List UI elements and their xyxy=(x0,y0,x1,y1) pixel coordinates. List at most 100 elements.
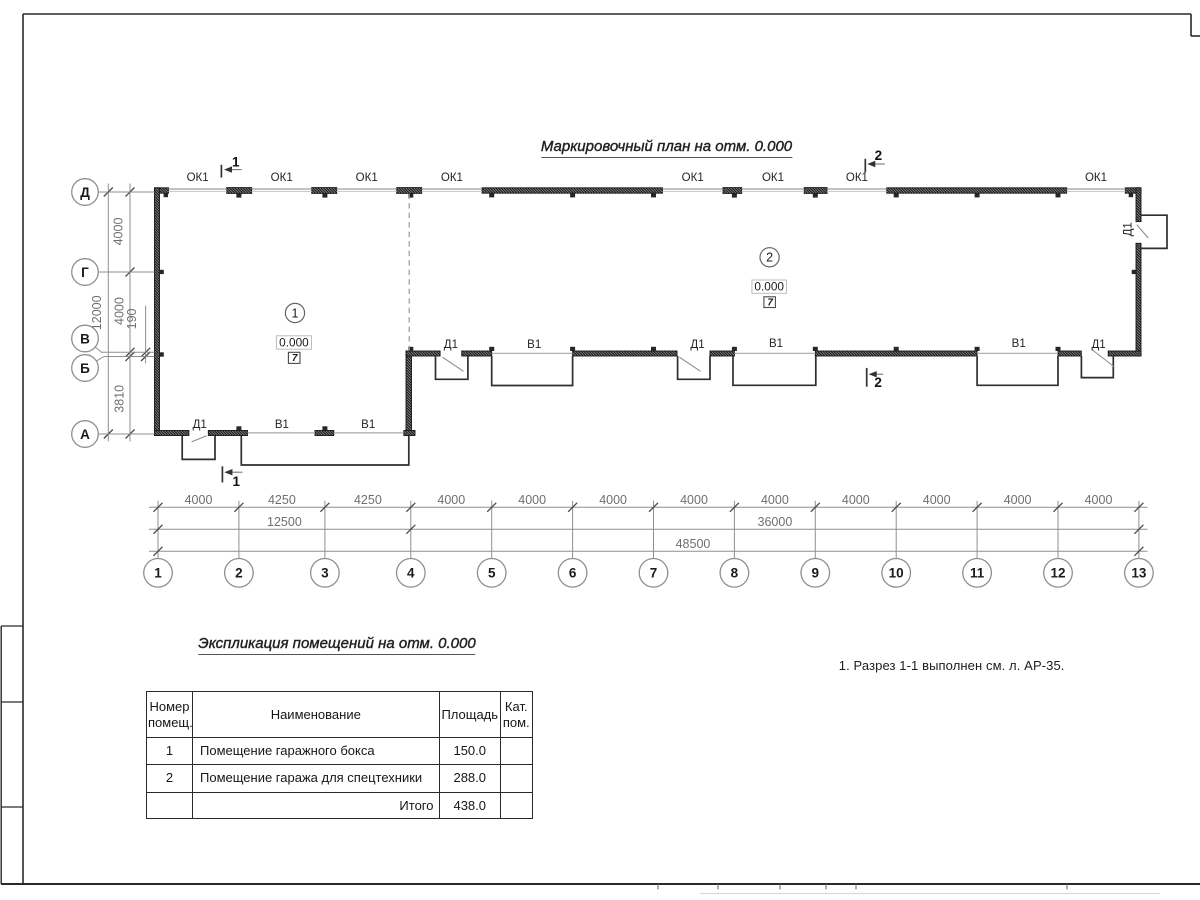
wall-segment xyxy=(314,430,335,436)
opening-mark-label: В1 xyxy=(275,419,289,431)
column-nub xyxy=(1131,269,1136,275)
apron-outline xyxy=(1080,356,1115,379)
door-swing xyxy=(191,435,207,443)
note-text: 1. Разрез 1-1 выполнен см. л. АР-35. xyxy=(838,658,1065,673)
dim-label: 4000 xyxy=(185,493,213,507)
wall-segment xyxy=(311,187,338,194)
opening-mark-label: Д1 xyxy=(1123,222,1135,236)
column-nub xyxy=(570,346,576,351)
axis-bubble-col xyxy=(223,557,254,588)
dim-label-vert: 190 xyxy=(125,308,139,329)
window-mark-label: ОК1 xyxy=(356,172,378,184)
column-nub xyxy=(974,193,980,198)
window-mark-label: ОК1 xyxy=(441,172,463,184)
room-number: 2 xyxy=(766,251,773,265)
opening-mark-label: В1 xyxy=(769,338,783,350)
column-nub xyxy=(651,193,656,198)
elevation-value: 0.000 xyxy=(279,335,309,349)
column-nub xyxy=(812,193,818,198)
wall-segment xyxy=(1057,350,1082,357)
column-nub xyxy=(1055,193,1061,198)
axis-bubble-col xyxy=(1043,557,1073,588)
wall-segment xyxy=(1135,187,1142,223)
elevation-box xyxy=(751,279,788,294)
dim-label: 4000 xyxy=(1085,493,1113,507)
elevation-box xyxy=(275,335,312,350)
dim-tick xyxy=(233,502,244,513)
opening-mark-label: Д1 xyxy=(1092,339,1106,351)
table-cell-number: 2 xyxy=(146,763,193,793)
column-nub xyxy=(236,193,242,198)
axis-bubble-col-label: 10 xyxy=(889,566,904,581)
dim-label: 4250 xyxy=(268,493,296,507)
dim-tick xyxy=(153,546,163,557)
dim-tick xyxy=(729,502,740,513)
apron-outline xyxy=(1141,214,1168,250)
column-nub xyxy=(570,193,576,198)
dim-label: 4000 xyxy=(1004,493,1032,507)
wall-segment xyxy=(803,187,828,194)
axis-bubble-col xyxy=(395,557,426,588)
section-mark-number: 1 xyxy=(232,155,240,170)
apron-outline xyxy=(434,356,469,381)
apron-outline xyxy=(181,435,216,461)
column-nub xyxy=(408,193,414,198)
section-mark-number: 2 xyxy=(875,148,883,163)
axis-bubble-col-label: 9 xyxy=(812,566,820,581)
wall-segment xyxy=(396,187,423,194)
dim-tick xyxy=(810,502,821,513)
axis-bubble-col-label: 6 xyxy=(569,566,577,581)
table-cell-number: 1 xyxy=(146,737,193,765)
dim-label: 4000 xyxy=(923,493,951,507)
section-mark-number: 2 xyxy=(874,375,882,390)
wall-segment xyxy=(1107,350,1142,357)
dim-label-vert: 12000 xyxy=(90,295,104,330)
axis-bubble-col xyxy=(557,557,588,588)
table-title: Экспликация помещений на отм. 0.000 xyxy=(198,635,476,655)
table-total-area: 438.0 xyxy=(438,791,501,819)
wall-segment xyxy=(722,187,743,194)
apron-outline xyxy=(240,435,410,466)
table-cell-category xyxy=(500,763,533,793)
floor-type-value: 7 xyxy=(767,297,773,308)
opening-mark-label: Д1 xyxy=(444,339,458,351)
dim-tick xyxy=(891,502,902,513)
dim-tick xyxy=(1133,546,1144,557)
floor-type-box xyxy=(763,296,776,309)
axis-bubble-col xyxy=(719,557,750,588)
column-nub xyxy=(731,346,737,351)
column-nub xyxy=(1128,193,1134,198)
dim-tick xyxy=(486,502,497,513)
dim-tick xyxy=(648,502,659,513)
axis-bubble-col-label: 5 xyxy=(488,566,496,581)
axis-bubble-col-label: 13 xyxy=(1131,566,1147,581)
dim-tick xyxy=(319,502,330,513)
door-swing xyxy=(1091,349,1115,368)
column-nub xyxy=(651,346,656,351)
axis-bubble-row-label: Б xyxy=(80,361,90,376)
wall-segment xyxy=(405,350,412,436)
dim-tick xyxy=(1133,502,1144,513)
dim-label: 4000 xyxy=(842,493,870,507)
window-mark-label: ОК1 xyxy=(762,172,784,184)
axis-bubble-col xyxy=(638,557,669,588)
axis-bubble-col-label: 8 xyxy=(731,566,739,581)
axis-bubble-col xyxy=(800,557,831,588)
dim-label-vert: 4000 xyxy=(112,218,126,246)
table-header-area: Площадь xyxy=(438,691,501,738)
column-nub xyxy=(731,193,737,198)
wall-segment xyxy=(405,350,441,357)
column-nub xyxy=(163,193,168,198)
wall-segment xyxy=(461,350,493,357)
dim-tick xyxy=(1053,502,1063,513)
room-number: 1 xyxy=(292,306,299,320)
wall-segment xyxy=(226,187,253,194)
opening-mark-label: Д1 xyxy=(690,339,704,351)
window-mark-label: ОК1 xyxy=(682,172,704,184)
column-nub xyxy=(236,426,242,431)
floor-type-box xyxy=(287,351,301,364)
floor-type-value: 7 xyxy=(292,353,298,364)
apron-outline xyxy=(732,356,817,387)
wall-segment xyxy=(814,350,978,357)
